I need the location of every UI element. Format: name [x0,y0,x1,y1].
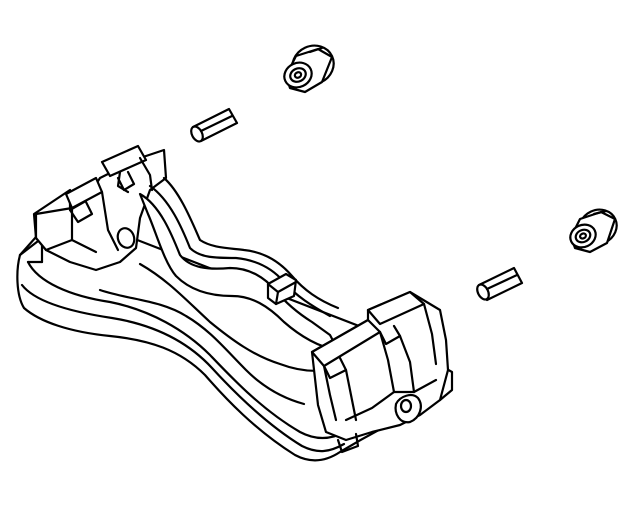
rubber-bushing-bottom-icon [569,208,618,254]
guide-pin-top-icon [190,107,239,143]
rubber-bushing-top-icon [283,44,335,94]
guide-pin-bottom-icon [476,266,524,302]
caliper-bracket-icon [16,144,454,462]
